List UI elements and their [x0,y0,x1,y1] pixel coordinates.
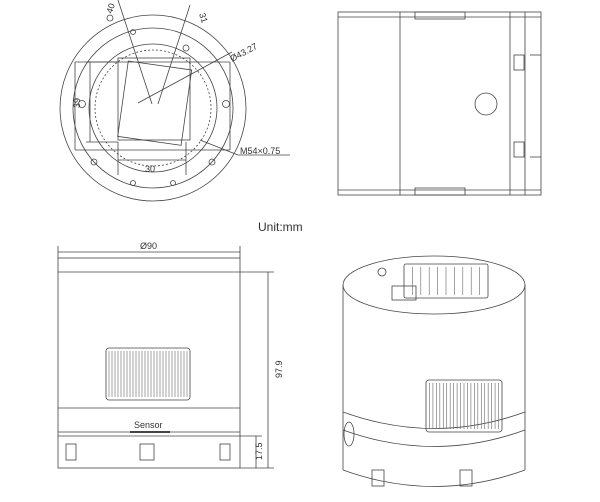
inner-ring-circle [72,27,234,189]
clip-top [513,54,525,71]
screw-hole-icon [130,29,136,35]
usb-port-icon [391,285,417,301]
leader-31 [157,4,191,105]
clip [371,469,385,487]
dim-90-label: Ø90 [140,241,157,251]
screw-hole-icon [78,100,86,108]
top-face [342,255,526,315]
camera-body [57,257,241,469]
unit-label: Unit:mm [258,220,303,234]
screw-hole-icon [182,44,190,52]
side-port [343,421,355,447]
clip-bottom [513,141,525,158]
outer-housing-circle [59,14,247,202]
heatsink-grille [105,347,191,401]
dim-97-9-label: 97.9 [274,360,284,378]
connector-port-icon [474,92,498,116]
vent-slot-bottom [414,187,466,196]
dim-39-label: 39 [72,98,82,108]
vent-slot-top [414,11,466,20]
dim-30-label: 30 [145,164,155,174]
screw-hole-icon [106,14,114,22]
clip [65,443,77,461]
sensor-diagonal-circle [94,49,212,167]
dim-40-label: 40 [104,2,117,15]
leader-40 [117,0,153,105]
side-housing [337,11,542,196]
dim-thread-label: M54×0.75 [240,146,280,156]
clip [139,443,155,461]
screw-hole-icon [377,267,387,277]
screw-hole-icon [222,100,230,108]
dim-diameter-label: Ø43.27 [228,41,259,64]
screw-hole-icon [90,158,98,166]
mounting-plate [117,57,191,141]
top-heatsink [403,263,489,299]
dim-17-5-label: 17.5 [254,442,264,460]
side-grille [425,379,503,433]
sensor-outline [117,60,193,146]
front-view [59,0,290,202]
elevation-view [57,246,274,469]
dim-31-label: 31 [197,12,210,25]
leader-diameter [137,51,233,104]
screw-hole-icon [170,180,176,186]
sensor-label: Sensor [134,420,163,430]
isometric-view [342,255,526,487]
clip [219,443,231,461]
thread-circle [88,43,218,173]
side-view [337,11,542,196]
screw-hole-icon [208,158,216,166]
clip [459,469,473,487]
screw-hole-icon [130,180,136,186]
leader-thread [199,139,239,156]
